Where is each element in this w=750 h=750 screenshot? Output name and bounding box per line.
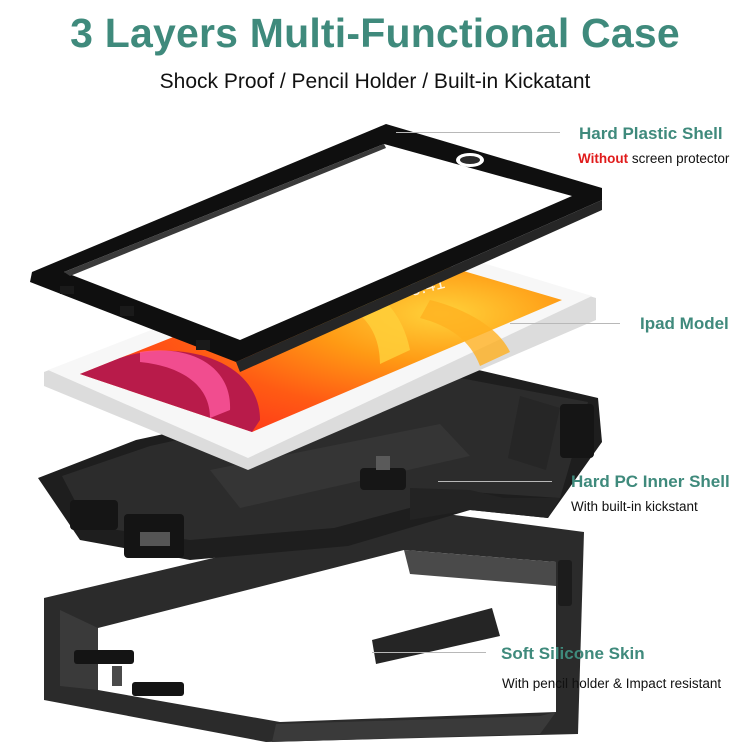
callout-line-soft-silicone-skin [372, 652, 486, 653]
note-soft-silicone-skin: With pencil holder & Impact resistant [502, 676, 722, 691]
hard-pc-inner-shell-illustration [38, 368, 602, 560]
note-highlight-without: Without [578, 151, 629, 166]
label-soft-silicone-skin: Soft Silicone Skin [501, 644, 645, 663]
ipad-model-illustration: 9:41 [44, 236, 596, 470]
note-rest: screen protector [628, 151, 730, 166]
label-hard-pc-inner-shell: Hard PC Inner Shell [571, 472, 730, 491]
page-subtitle: Shock Proof / Pencil Holder / Built-in K… [159, 70, 591, 93]
soft-silicone-skin-illustration [44, 510, 584, 742]
label-hard-plastic-shell: Hard Plastic Shell [579, 124, 723, 143]
page-title: 3 Layers Multi-Functional Case [70, 10, 680, 56]
callout-line-hard-pc-inner-shell [438, 481, 552, 482]
callout-line-ipad-model [510, 323, 620, 324]
label-ipad-model: Ipad Model [640, 314, 729, 333]
note-hard-pc-inner-shell: With built-in kickstant [571, 499, 698, 514]
note-hard-plastic-shell: Without screen protector [578, 151, 729, 166]
callout-line-hard-plastic-shell [396, 132, 560, 133]
hard-plastic-shell-illustration [30, 124, 602, 372]
